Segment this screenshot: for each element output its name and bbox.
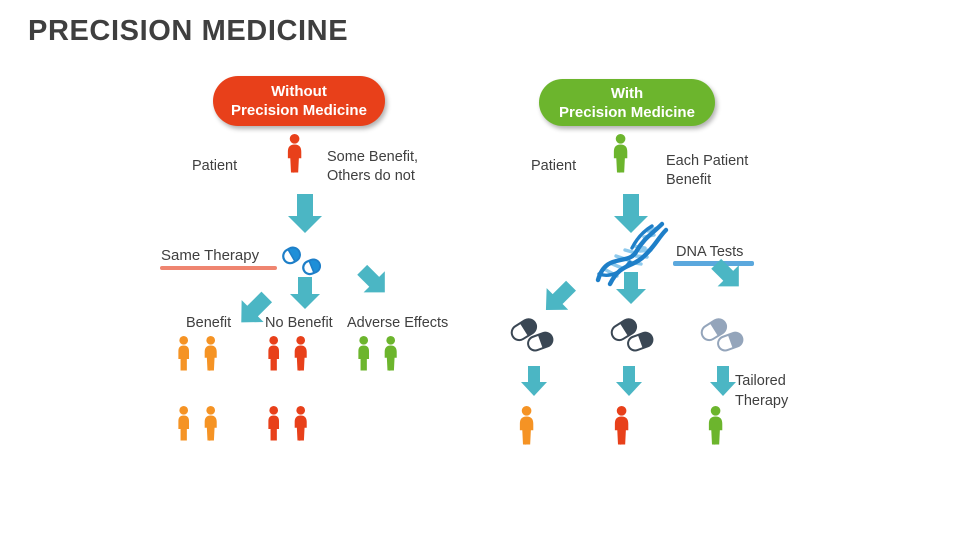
label-same-therapy: Same Therapy [161,247,260,264]
arrow-down-icon-result3 [710,366,736,396]
badge-without-line1: Without [271,83,327,100]
capsules-blue-icon [282,246,322,276]
label-patient-right: Patient [531,158,577,174]
tailored-patient-orange [519,406,534,445]
badge-without-precision-medicine[interactable]: Without Precision Medicine [213,76,385,126]
dna-helix-icon [595,221,669,287]
page-title: PRECISION MEDICINE [28,15,349,47]
group-adverse-effects-people [358,336,397,371]
capsules-dark-icon-2 [610,318,654,352]
capsules-dark-icon-1 [510,318,554,352]
tailored-patient-green [708,406,723,445]
arrow-down-icon-result1 [521,366,547,396]
patient-icon-right [613,134,628,173]
label-some-benefit-others-do-not: Some Benefit, Others do not [327,149,419,184]
underline-dna-tests [673,261,754,266]
label-patient-left: Patient [192,158,238,174]
arrow-down-icon-right-to-dna [614,194,648,233]
arrow-down-icon-result2 [616,366,642,396]
arrow-down-icon-no-benefit [290,277,320,309]
arrow-down-right-icon-adverse [357,264,385,293]
arrow-down-icon-left-to-therapy [288,194,322,233]
badge-without-line2: Precision Medicine [231,102,367,119]
label-dna-tests: DNA Tests [676,244,744,260]
tailored-patient-red [614,406,629,445]
badge-with-precision-medicine[interactable]: With Precision Medicine [539,79,715,126]
badge-with-line1: With [610,84,644,102]
arrow-down-left-icon-benefit [241,291,273,323]
badge-with-line2: Precision Medicine [559,103,695,121]
arrow-down-icon-branch2 [616,272,646,304]
label-tailored-therapy: Tailored Therapy [735,373,789,409]
capsules-light-icon-3 [700,318,744,352]
label-no-benefit: No Benefit [265,315,333,331]
arrow-down-right-icon-branch3 [711,258,739,287]
group-no-benefit-people [268,336,307,441]
label-adverse-effects: Adverse Effects [347,315,449,331]
underline-same-therapy [160,266,277,270]
patient-icon-left [287,134,302,173]
label-each-patient-benefit: Each Patient Benefit [666,153,749,188]
slide-bottom-margin [0,518,960,540]
arrow-down-left-icon-branch1 [545,280,576,311]
group-benefit-people [178,336,217,441]
label-benefit: Benefit [186,315,232,331]
